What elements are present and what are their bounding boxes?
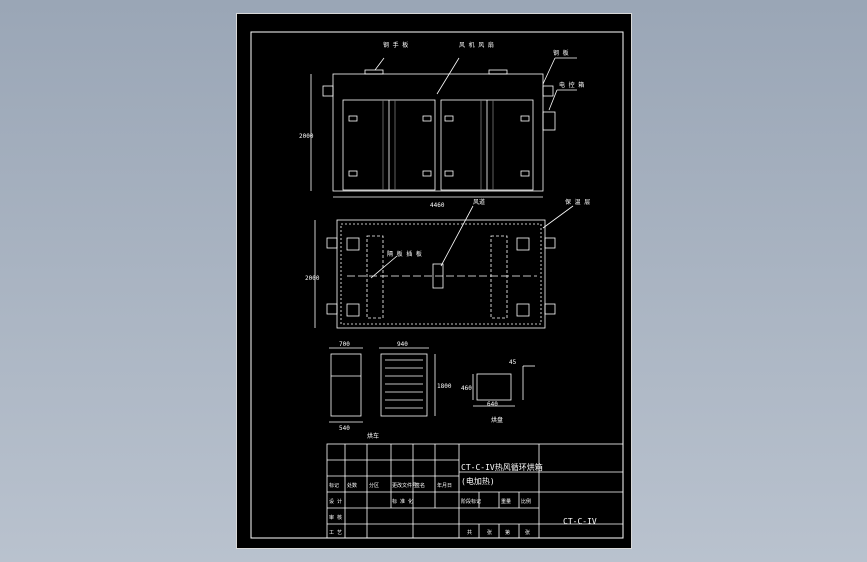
tb-stage: 阶段标记 <box>461 498 481 505</box>
dim-540: 540 <box>339 425 350 432</box>
tb-row-process: 工 艺 <box>329 530 342 536</box>
drawing-sheet: 钢 手 板 风 机 风 扇 钢 板 电 控 箱 2000 4460 风道 保 温… <box>236 13 632 549</box>
label-front-top-right: 钢 板 <box>553 49 569 57</box>
caption-tray: 烘盘 <box>491 416 503 424</box>
tb-no: 第 <box>505 529 510 536</box>
front-view <box>310 57 577 198</box>
label-partition: 隔 板 插 板 <box>387 250 422 258</box>
tb-standard: 标 准 化 <box>392 498 413 505</box>
tb-weight: 重量 <box>501 498 511 505</box>
label-front-top-left: 钢 手 板 <box>383 41 408 49</box>
tb-sheets2: 张 <box>525 529 530 536</box>
title-line1: CT-C-IV热风循环烘箱 <box>461 462 543 472</box>
tb-h-date: 年月日 <box>437 482 452 489</box>
tb-h-count: 处数 <box>347 482 357 489</box>
tb-total: 共 <box>467 529 472 536</box>
dim-front-height: 2000 <box>299 133 314 140</box>
dim-460: 460 <box>461 385 472 392</box>
tb-h-sign: 签名 <box>415 482 425 489</box>
dim-1800: 1800 <box>437 383 452 390</box>
dim-640: 640 <box>487 401 498 408</box>
tb-row-review: 审 核 <box>329 514 342 521</box>
cad-drawing: 钢 手 板 风 机 风 扇 钢 板 电 控 箱 2000 4460 风道 保 温… <box>250 31 624 539</box>
dim-700: 700 <box>339 341 350 348</box>
tb-h-zone: 分区 <box>369 482 379 489</box>
tb-h-doc: 更改文件号 <box>392 482 417 489</box>
dim-940: 940 <box>397 341 408 348</box>
dim-plan-depth: 2000 <box>305 275 320 282</box>
tb-row-mark: 标记 <box>329 482 339 489</box>
label-insulation: 保 温 层 <box>565 198 590 206</box>
caption-cart: 烘车 <box>367 432 379 440</box>
tb-row-design: 设 计 <box>329 498 342 505</box>
tb-sheets1: 张 <box>487 529 492 536</box>
inner-border <box>250 31 624 539</box>
drawing-code: CT-C-IV <box>563 517 597 526</box>
label-control-box: 电 控 箱 <box>559 81 584 89</box>
label-air-duct: 风道 <box>473 198 485 206</box>
title-block <box>326 443 624 539</box>
title-line2: (电加热) <box>461 476 495 486</box>
dim-45: 45 <box>509 359 517 366</box>
label-front-top-mid: 风 机 风 扇 <box>459 41 494 49</box>
plan-view <box>314 205 574 329</box>
dim-front-width: 4460 <box>430 202 445 209</box>
tb-scale: 比例 <box>521 498 531 505</box>
cart-views <box>329 347 535 423</box>
